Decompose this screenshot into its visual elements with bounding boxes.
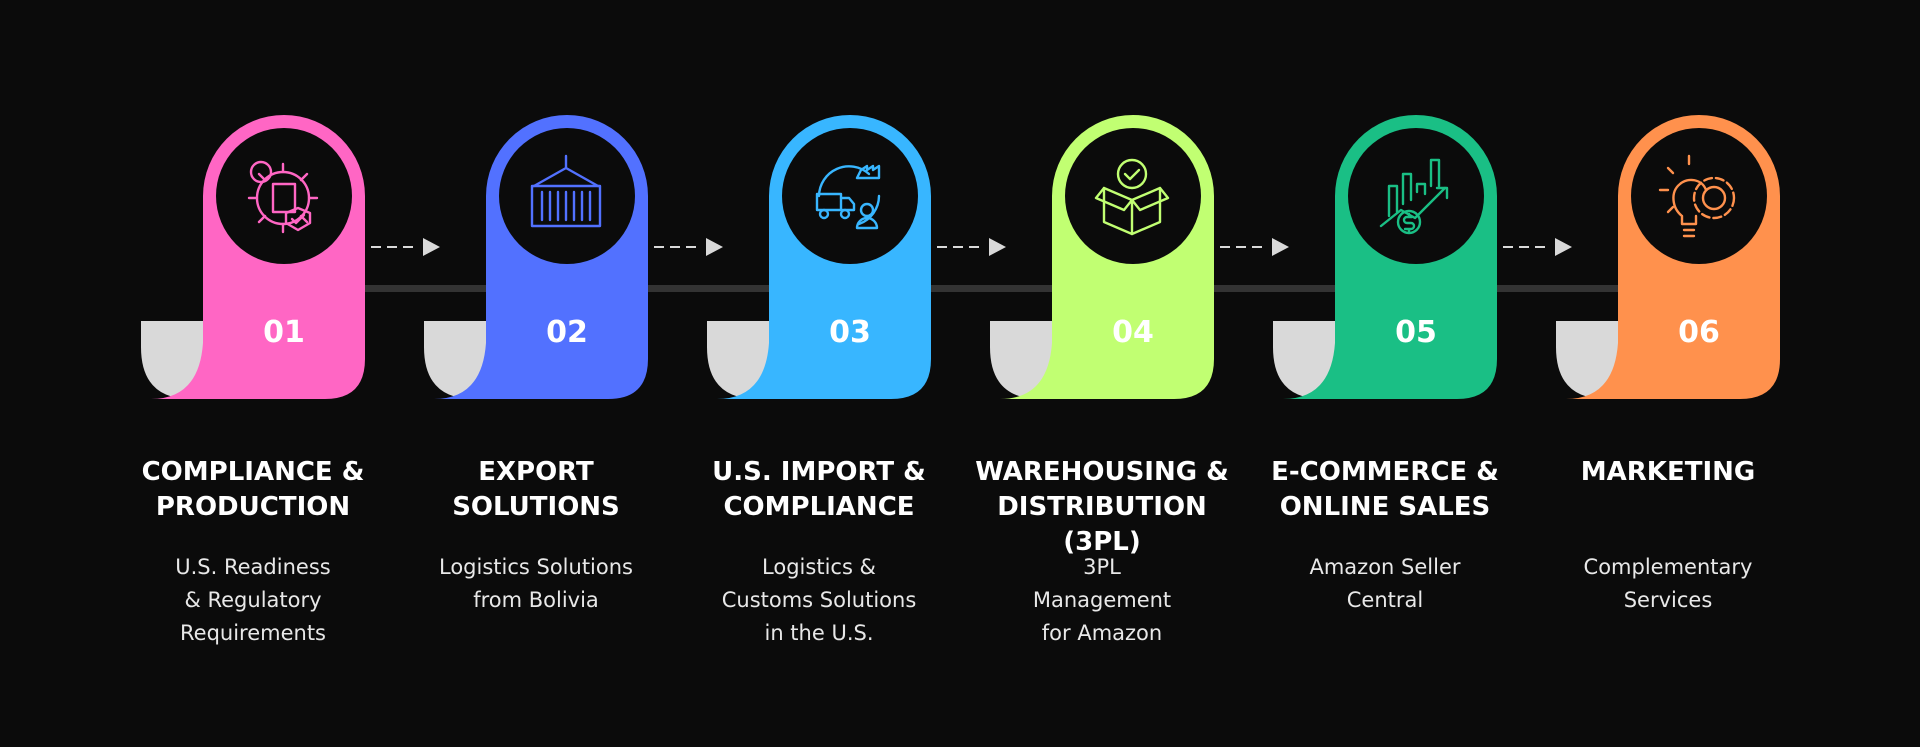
step-number: 05 [1395, 315, 1437, 350]
compliance-gear-icon [247, 160, 319, 234]
dashed-arrow-icon [654, 237, 724, 257]
step-01: 01 COMPLIANCE &PRODUCTION U.S. Readiness… [141, 115, 365, 715]
sales-chart-icon [1379, 158, 1449, 235]
step-card [141, 115, 365, 399]
step-03: 03 U.S. IMPORT &COMPLIANCE Logistics &Cu… [707, 115, 931, 715]
timeline-track [300, 285, 1650, 292]
step-title: COMPLIANCE &PRODUCTION [141, 457, 365, 522]
dashed-arrow-icon [1503, 237, 1573, 257]
idea-gear-icon [1658, 154, 1736, 238]
step-title: U.S. IMPORT &COMPLIANCE [712, 457, 926, 522]
step-number: 01 [263, 315, 305, 350]
step-title: E-COMMERCE &ONLINE SALES [1271, 457, 1499, 522]
step-title: WAREHOUSING &DISTRIBUTION (3PL) [975, 457, 1229, 557]
step-number: 03 [829, 315, 871, 350]
truck-import-icon [815, 164, 881, 230]
step-number: 06 [1678, 315, 1720, 350]
step-05: 05 E-COMMERCE &ONLINE SALES Amazon Selle… [1271, 115, 1499, 715]
shipping-container-icon [530, 154, 602, 228]
dashed-arrow-icon [1220, 237, 1290, 257]
step-card [1273, 115, 1497, 399]
step-card [990, 115, 1214, 399]
step-card [1556, 115, 1780, 399]
step-card [707, 115, 931, 399]
dashed-arrow-icon [371, 237, 441, 257]
step-number: 04 [1112, 315, 1154, 350]
step-number: 02 [546, 315, 588, 350]
step-title: MARKETING [1580, 457, 1756, 487]
box-check-icon [1094, 158, 1170, 236]
dashed-arrow-icon [937, 237, 1007, 257]
